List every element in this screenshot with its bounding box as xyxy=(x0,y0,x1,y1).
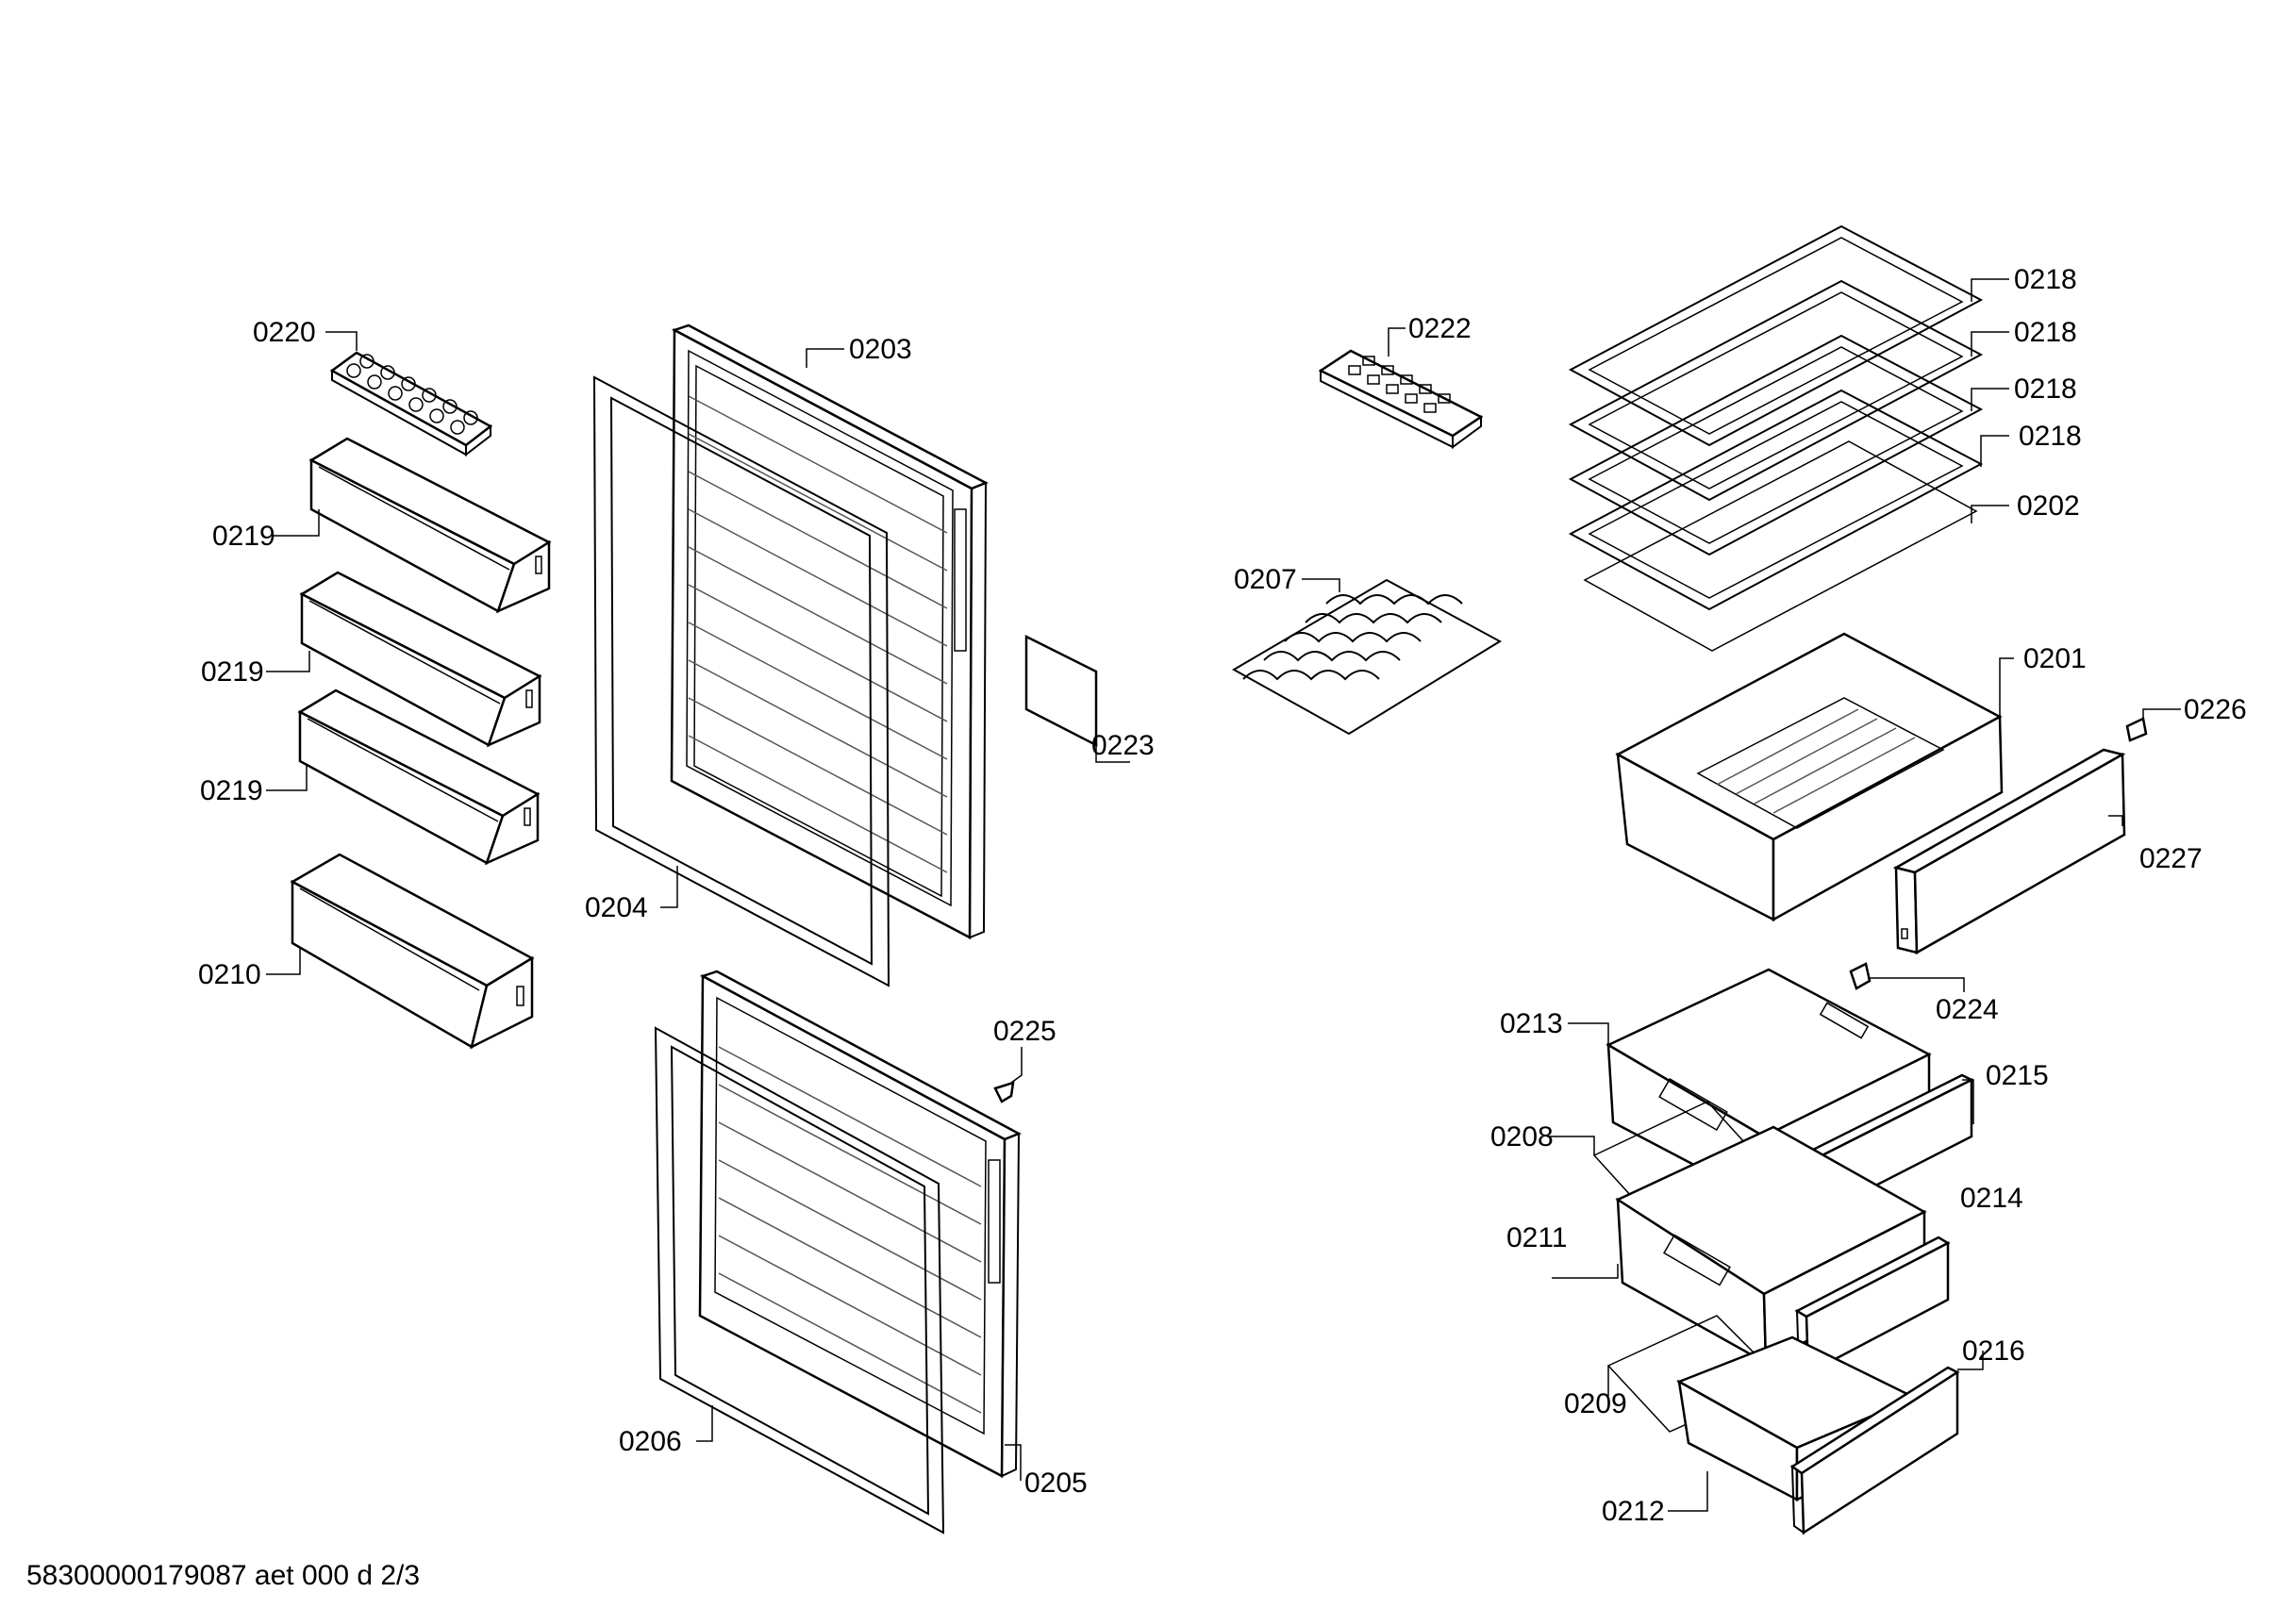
hinge-pin-0225 xyxy=(993,1081,1015,1103)
part-labels: 0220 0219 0219 0219 0210 0203 0204 0223 … xyxy=(198,264,2247,1527)
bottle-rack-0207 xyxy=(1231,578,1503,736)
label-0218-c: 0218 xyxy=(2014,373,2077,405)
upper-door-0203 xyxy=(670,323,989,940)
label-0218-d: 0218 xyxy=(2019,421,2082,452)
label-0205: 0205 xyxy=(1024,1468,1088,1499)
cover-plate-0202 xyxy=(1583,440,1978,652)
label-0210: 0210 xyxy=(198,959,261,990)
label-card-0223 xyxy=(1024,634,1098,748)
label-0219-c: 0219 xyxy=(200,775,263,806)
crisper-front-panel-0227 xyxy=(1892,748,2126,955)
door-shelf-0219-top xyxy=(308,437,552,614)
leader-lines xyxy=(266,278,2181,1512)
label-0213: 0213 xyxy=(1500,1008,1563,1039)
label-0218-b: 0218 xyxy=(2014,317,2077,348)
label-0209: 0209 xyxy=(1564,1388,1627,1419)
label-0204: 0204 xyxy=(585,892,648,923)
crisper-drawer-0201 xyxy=(1615,632,2004,922)
label-0208: 0208 xyxy=(1490,1121,1554,1153)
door-shelf-0219-lower xyxy=(297,688,541,866)
label-0214: 0214 xyxy=(1960,1183,2023,1214)
label-0223: 0223 xyxy=(1091,730,1155,761)
label-0222: 0222 xyxy=(1408,313,1472,344)
label-0207: 0207 xyxy=(1234,564,1297,595)
label-0225: 0225 xyxy=(993,1016,1056,1047)
label-0218-a: 0218 xyxy=(2014,264,2077,295)
drawer-front-0216 xyxy=(1789,1366,1960,1535)
label-0202: 0202 xyxy=(2017,490,2080,522)
label-0201: 0201 xyxy=(2023,643,2087,674)
label-0212: 0212 xyxy=(1602,1496,1665,1527)
label-0203: 0203 xyxy=(849,334,912,365)
glass-shelf-0218-1 xyxy=(1568,224,1984,447)
label-0216: 0216 xyxy=(1962,1335,2025,1367)
label-0219-b: 0219 xyxy=(201,656,264,688)
ice-tray-0222 xyxy=(1318,349,1484,449)
door-shelf-0210-bottom xyxy=(290,853,535,1050)
lower-door-gasket-0206 xyxy=(654,1026,945,1534)
clip-0226 xyxy=(2125,717,2148,742)
document-id-footer: 58300000179087 aet 000 d 2/3 xyxy=(26,1560,420,1591)
glass-shelf-0218-4 xyxy=(1568,389,1984,611)
label-0219-a: 0219 xyxy=(212,521,275,552)
lower-door-0205 xyxy=(698,970,1022,1479)
clip-0224 xyxy=(1849,962,1872,990)
label-0211: 0211 xyxy=(1506,1222,1568,1253)
egg-tray-0220 xyxy=(329,351,493,457)
label-0227: 0227 xyxy=(2139,843,2203,874)
label-0215: 0215 xyxy=(1986,1060,2049,1091)
label-0206: 0206 xyxy=(619,1426,682,1457)
upper-door-gasket-0204 xyxy=(592,375,890,987)
label-0224: 0224 xyxy=(1936,994,1999,1025)
drawer-front-0214 xyxy=(1794,1236,1951,1376)
label-0220: 0220 xyxy=(253,317,316,348)
glass-shelf-0218-2 xyxy=(1568,279,1984,502)
door-shelf-0219-middle xyxy=(299,571,542,748)
glass-shelf-0218-3 xyxy=(1568,334,1984,556)
label-0226: 0226 xyxy=(2184,694,2247,725)
